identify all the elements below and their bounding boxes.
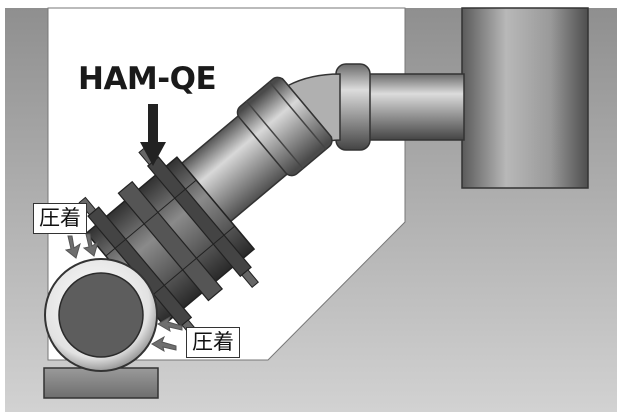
pressure-label-lower: 圧着 [186, 327, 240, 358]
base-block [43, 367, 159, 399]
pressure-label-upper: 圧着 [33, 203, 87, 234]
down-arrow-icon [140, 104, 166, 166]
elbow-coupling [335, 63, 371, 151]
pressure-arrows-lower [151, 315, 183, 353]
pressure-arrows-upper [64, 233, 99, 259]
bolt [241, 269, 259, 288]
diagram-title: HAM-QE [78, 61, 217, 97]
joint-flange-mid [117, 180, 224, 302]
tank [461, 7, 589, 189]
pipe-socket [236, 76, 333, 177]
pipe-end-bore [58, 272, 144, 358]
